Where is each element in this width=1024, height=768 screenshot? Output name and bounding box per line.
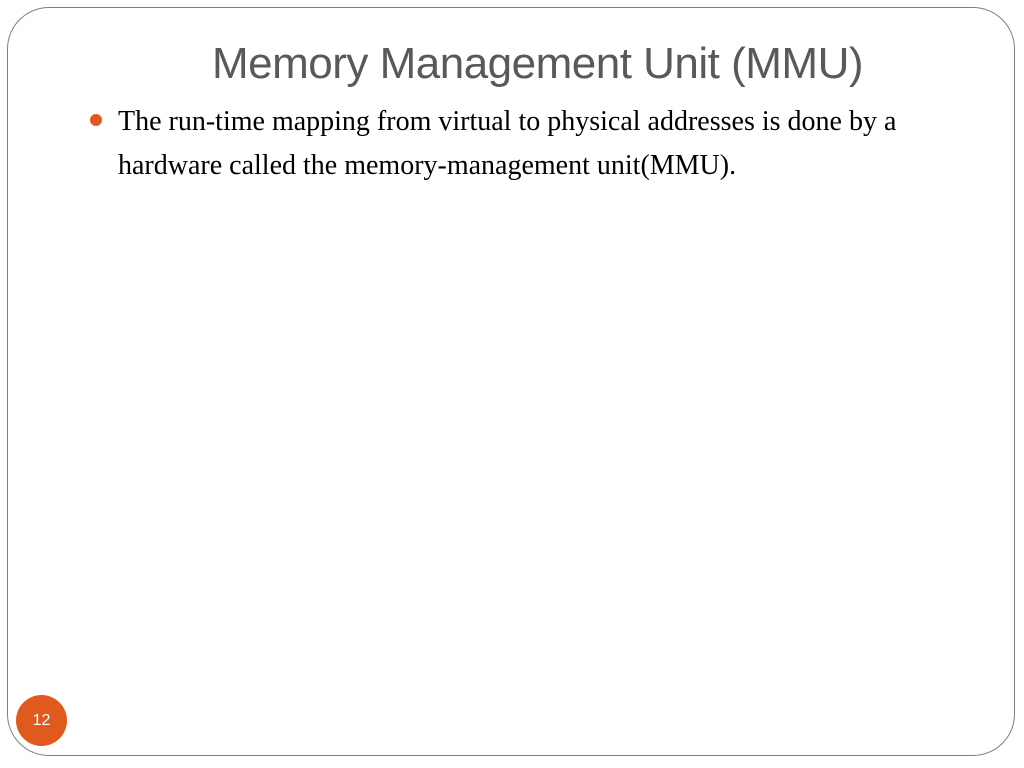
bullet-text: The run-time mapping from virtual to phy… <box>118 106 897 181</box>
bullet-list: The run-time mapping from virtual to phy… <box>88 100 988 188</box>
page-number-badge: 12 <box>16 695 67 746</box>
bullet-dot-icon <box>90 114 102 126</box>
page-number: 12 <box>32 711 51 729</box>
slide-title: Memory Management Unit (MMU) <box>211 39 864 88</box>
slide-frame <box>7 7 1015 756</box>
bullet-item: The run-time mapping from virtual to phy… <box>88 100 988 188</box>
